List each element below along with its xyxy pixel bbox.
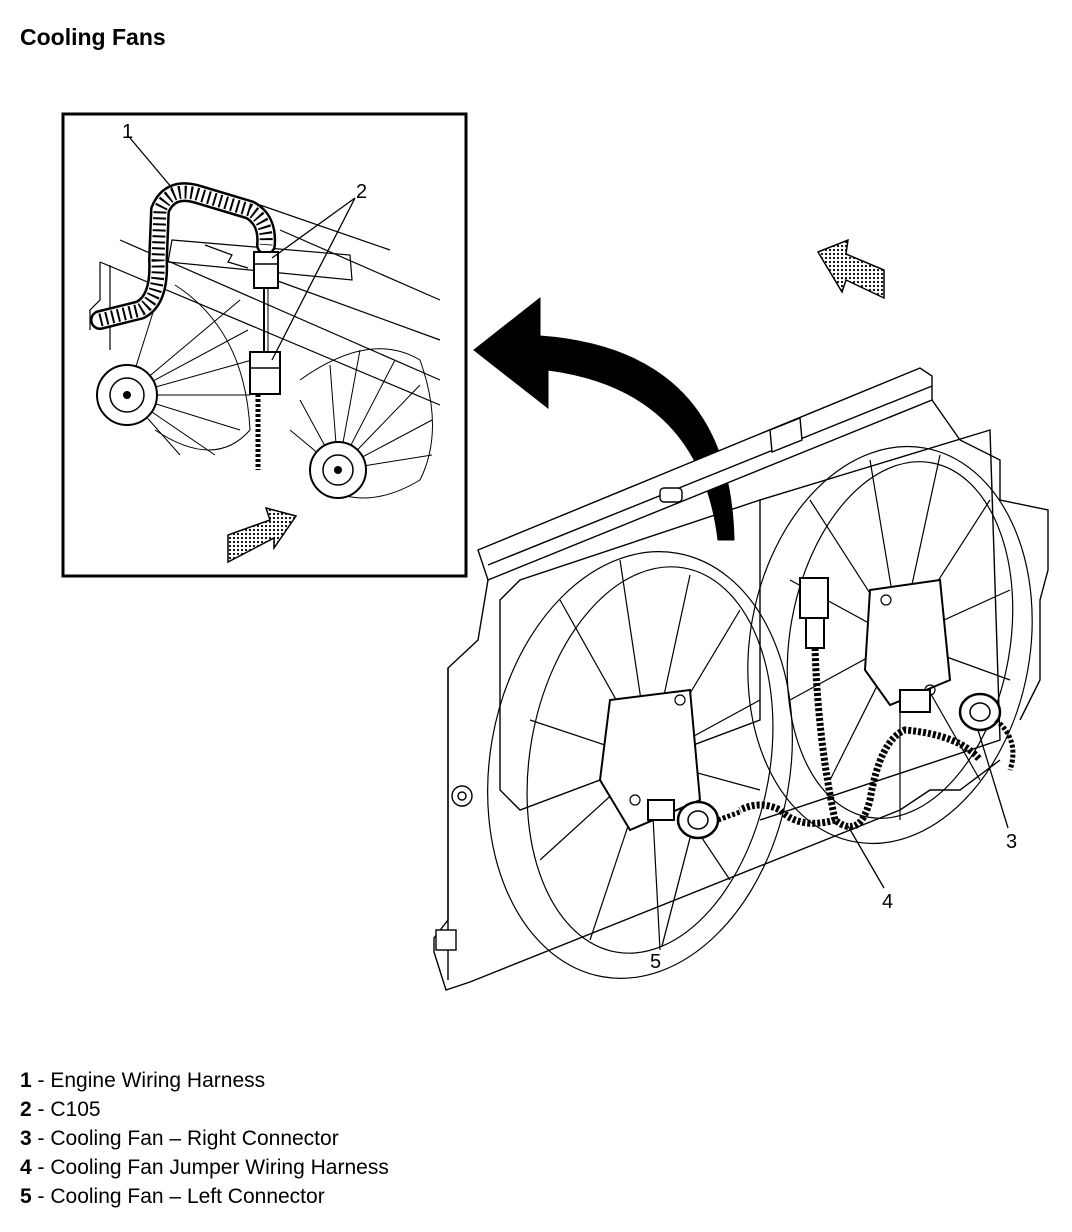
legend-item: 4 - Cooling Fan Jumper Wiring Harness [20,1156,389,1179]
view-arrow [473,296,735,541]
right-fan-hub [309,441,367,499]
callout-3: 3 [1006,831,1017,853]
callout-2: 2 [356,181,367,203]
jumper-wiring-harness [738,577,983,831]
callout-5: 5 [650,951,661,973]
page-title: Cooling Fans [20,24,166,50]
cooling-fan-diagram: 1 2 [61,112,1049,991]
legend-item: 1 - Engine Wiring Harness [20,1069,266,1092]
legend: 1 - Engine Wiring Harness 2 - C105 3 - C… [20,1066,389,1211]
callout-1: 1 [122,121,133,143]
direction-arrow-inset [227,506,298,564]
right-cooling-fan [747,445,1033,845]
legend-item: 5 - Cooling Fan – Left Connector [20,1185,325,1208]
callout-4: 4 [882,891,893,913]
fan-shroud-assembly [433,367,1049,991]
left-fan-hub [96,364,158,426]
left-fan-connector [647,799,741,840]
right-fan-connector [899,689,1016,771]
detail-inset: 1 2 [61,112,468,578]
engine-wiring-harness [90,182,277,330]
legend-item: 3 - Cooling Fan – Right Connector [20,1127,339,1150]
legend-item: 2 - C105 [20,1098,101,1121]
direction-arrow-main [816,238,885,300]
left-cooling-fan [487,551,793,979]
c105-connector [249,251,281,470]
